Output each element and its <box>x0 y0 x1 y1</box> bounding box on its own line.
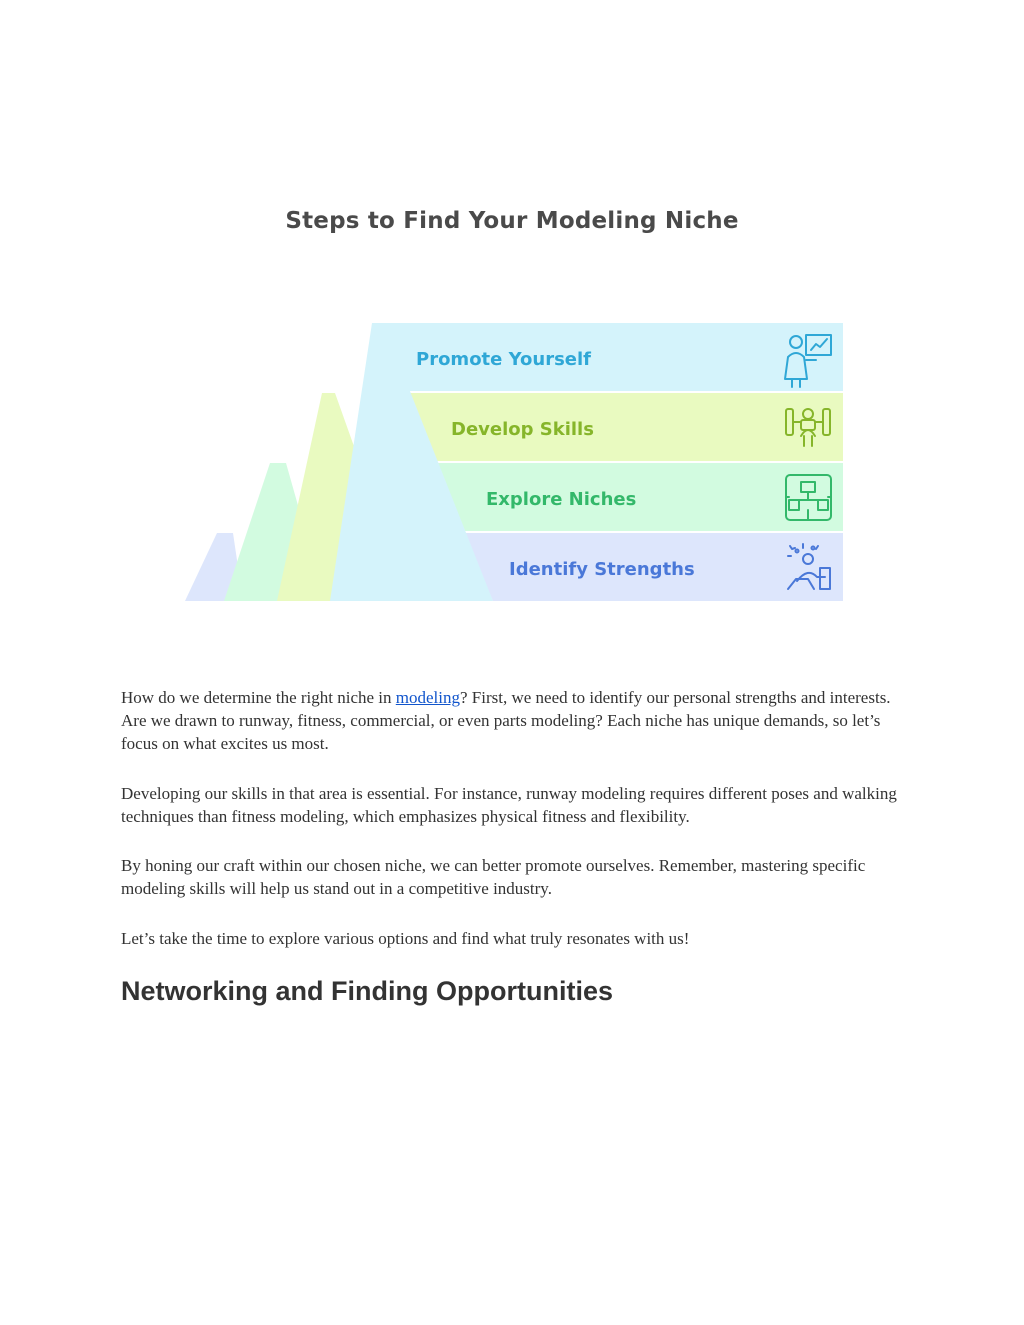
paragraph-text: By honing our craft within our chosen ni… <box>121 856 866 898</box>
peak-identify-strengths <box>185 533 243 601</box>
paragraph-develop-skills: Developing our skills in that area is es… <box>121 782 911 828</box>
paragraph-identify-niche: How do we determine the right niche in m… <box>121 686 911 755</box>
niche-steps-diagram: Promote Yourself Develop Skills Explore … <box>185 323 843 601</box>
modeling-link[interactable]: modeling <box>395 688 460 707</box>
paragraph-promote: By honing our craft within our chosen ni… <box>121 854 911 900</box>
figure-title: Steps to Find Your Modeling Niche <box>285 208 739 234</box>
paragraph-text: ? First, we need to identify our persona… <box>121 688 891 753</box>
step-bar-identify-strengths <box>463 533 843 601</box>
paragraph-text: Developing our skills in that area is es… <box>121 784 897 826</box>
flowchart-map-icon <box>785 474 832 521</box>
step-bar-promote-yourself <box>375 323 843 391</box>
step-bar-develop-skills <box>400 393 843 461</box>
person-dumbbells-icon <box>785 408 831 447</box>
presenter-chart-icon <box>784 334 832 388</box>
peak-promote-yourself <box>330 323 493 601</box>
step-label-identify-strengths: Identify Strengths <box>509 559 695 580</box>
paragraph-text: How do we determine the right niche in <box>121 688 396 707</box>
paragraph-explore-options: Let’s take the time to explore various o… <box>121 927 911 950</box>
step-label-promote-yourself: Promote Yourself <box>416 349 591 370</box>
person-ideas-icon <box>787 543 831 590</box>
step-label-develop-skills: Develop Skills <box>451 419 594 440</box>
paragraph-text: Let’s take the time to explore various o… <box>121 929 690 948</box>
section-heading: Networking and Finding Opportunities <box>121 976 613 1006</box>
step-bar-explore-niches <box>436 463 843 531</box>
step-label-explore-niches: Explore Niches <box>486 489 636 510</box>
